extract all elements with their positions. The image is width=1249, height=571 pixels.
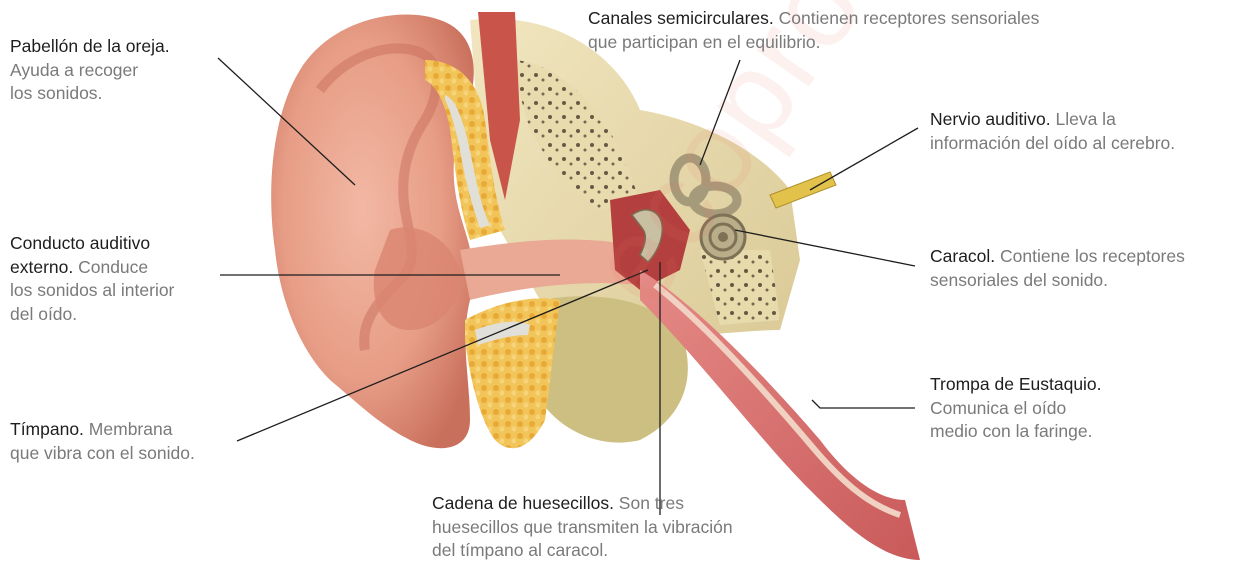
label-timpano: Tímpano. Membrana que vibra con el sonid… (10, 418, 250, 465)
label-caracol-tail: Contiene los receptores (995, 246, 1185, 266)
label-conducto-tail: Conduce (73, 257, 148, 277)
label-nervio: Nervio auditivo. Lleva la información de… (930, 108, 1240, 155)
label-conducto-title1: Conducto auditivo (10, 233, 150, 253)
label-canales-tail: Contienen receptores sensoriales (774, 8, 1040, 28)
label-nervio-tail: Lleva la (1051, 109, 1116, 129)
label-nervio-title: Nervio auditivo. (930, 109, 1051, 129)
label-caracol-line1: sensoriales del sonido. (930, 270, 1108, 290)
label-pabellon-title: Pabellón de la oreja. (10, 36, 170, 56)
label-canales: Canales semicirculares. Contienen recept… (588, 7, 1148, 54)
label-caracol-title: Caracol. (930, 246, 995, 266)
label-conducto-title2: externo. (10, 257, 73, 277)
label-cadena-line1: huesecillos que transmiten la vibración (432, 517, 733, 537)
label-timpano-title: Tímpano. (10, 419, 84, 439)
label-cadena: Cadena de huesecillos. Son tres huesecil… (432, 492, 812, 563)
label-nervio-line1: información del oído al cerebro. (930, 133, 1175, 153)
label-pabellon-line1: Ayuda a recoger (10, 60, 138, 80)
label-pabellon: Pabellón de la oreja. Ayuda a recoger lo… (10, 35, 220, 106)
cartilage-lower (465, 298, 560, 448)
label-cadena-title: Cadena de huesecillos. (432, 493, 614, 513)
label-pabellon-line2: los sonidos. (10, 83, 102, 103)
label-canales-title: Canales semicirculares. (588, 8, 774, 28)
label-conducto-line1: los sonidos al interior (10, 280, 174, 300)
label-trompa-title: Trompa de Eustaquio. (930, 374, 1102, 394)
label-trompa: Trompa de Eustaquio. Comunica el oído me… (930, 373, 1180, 444)
label-conducto-line2: del oído. (10, 304, 77, 324)
label-cadena-tail: Son tres (614, 493, 684, 513)
label-canales-line1: que participan en el equilibrio. (588, 32, 821, 52)
label-caracol: Caracol. Contiene los receptores sensori… (930, 245, 1245, 292)
label-trompa-line2: medio con la faringe. (930, 421, 1092, 441)
cochlea (701, 215, 745, 259)
label-conducto: Conducto auditivo externo. Conduce los s… (10, 232, 230, 326)
label-trompa-line1: Comunica el oído (930, 398, 1066, 418)
label-timpano-tail: Membrana (84, 419, 173, 439)
label-timpano-line1: que vibra con el sonido. (10, 443, 195, 463)
label-cadena-line2: del tímpano al caracol. (432, 540, 608, 560)
